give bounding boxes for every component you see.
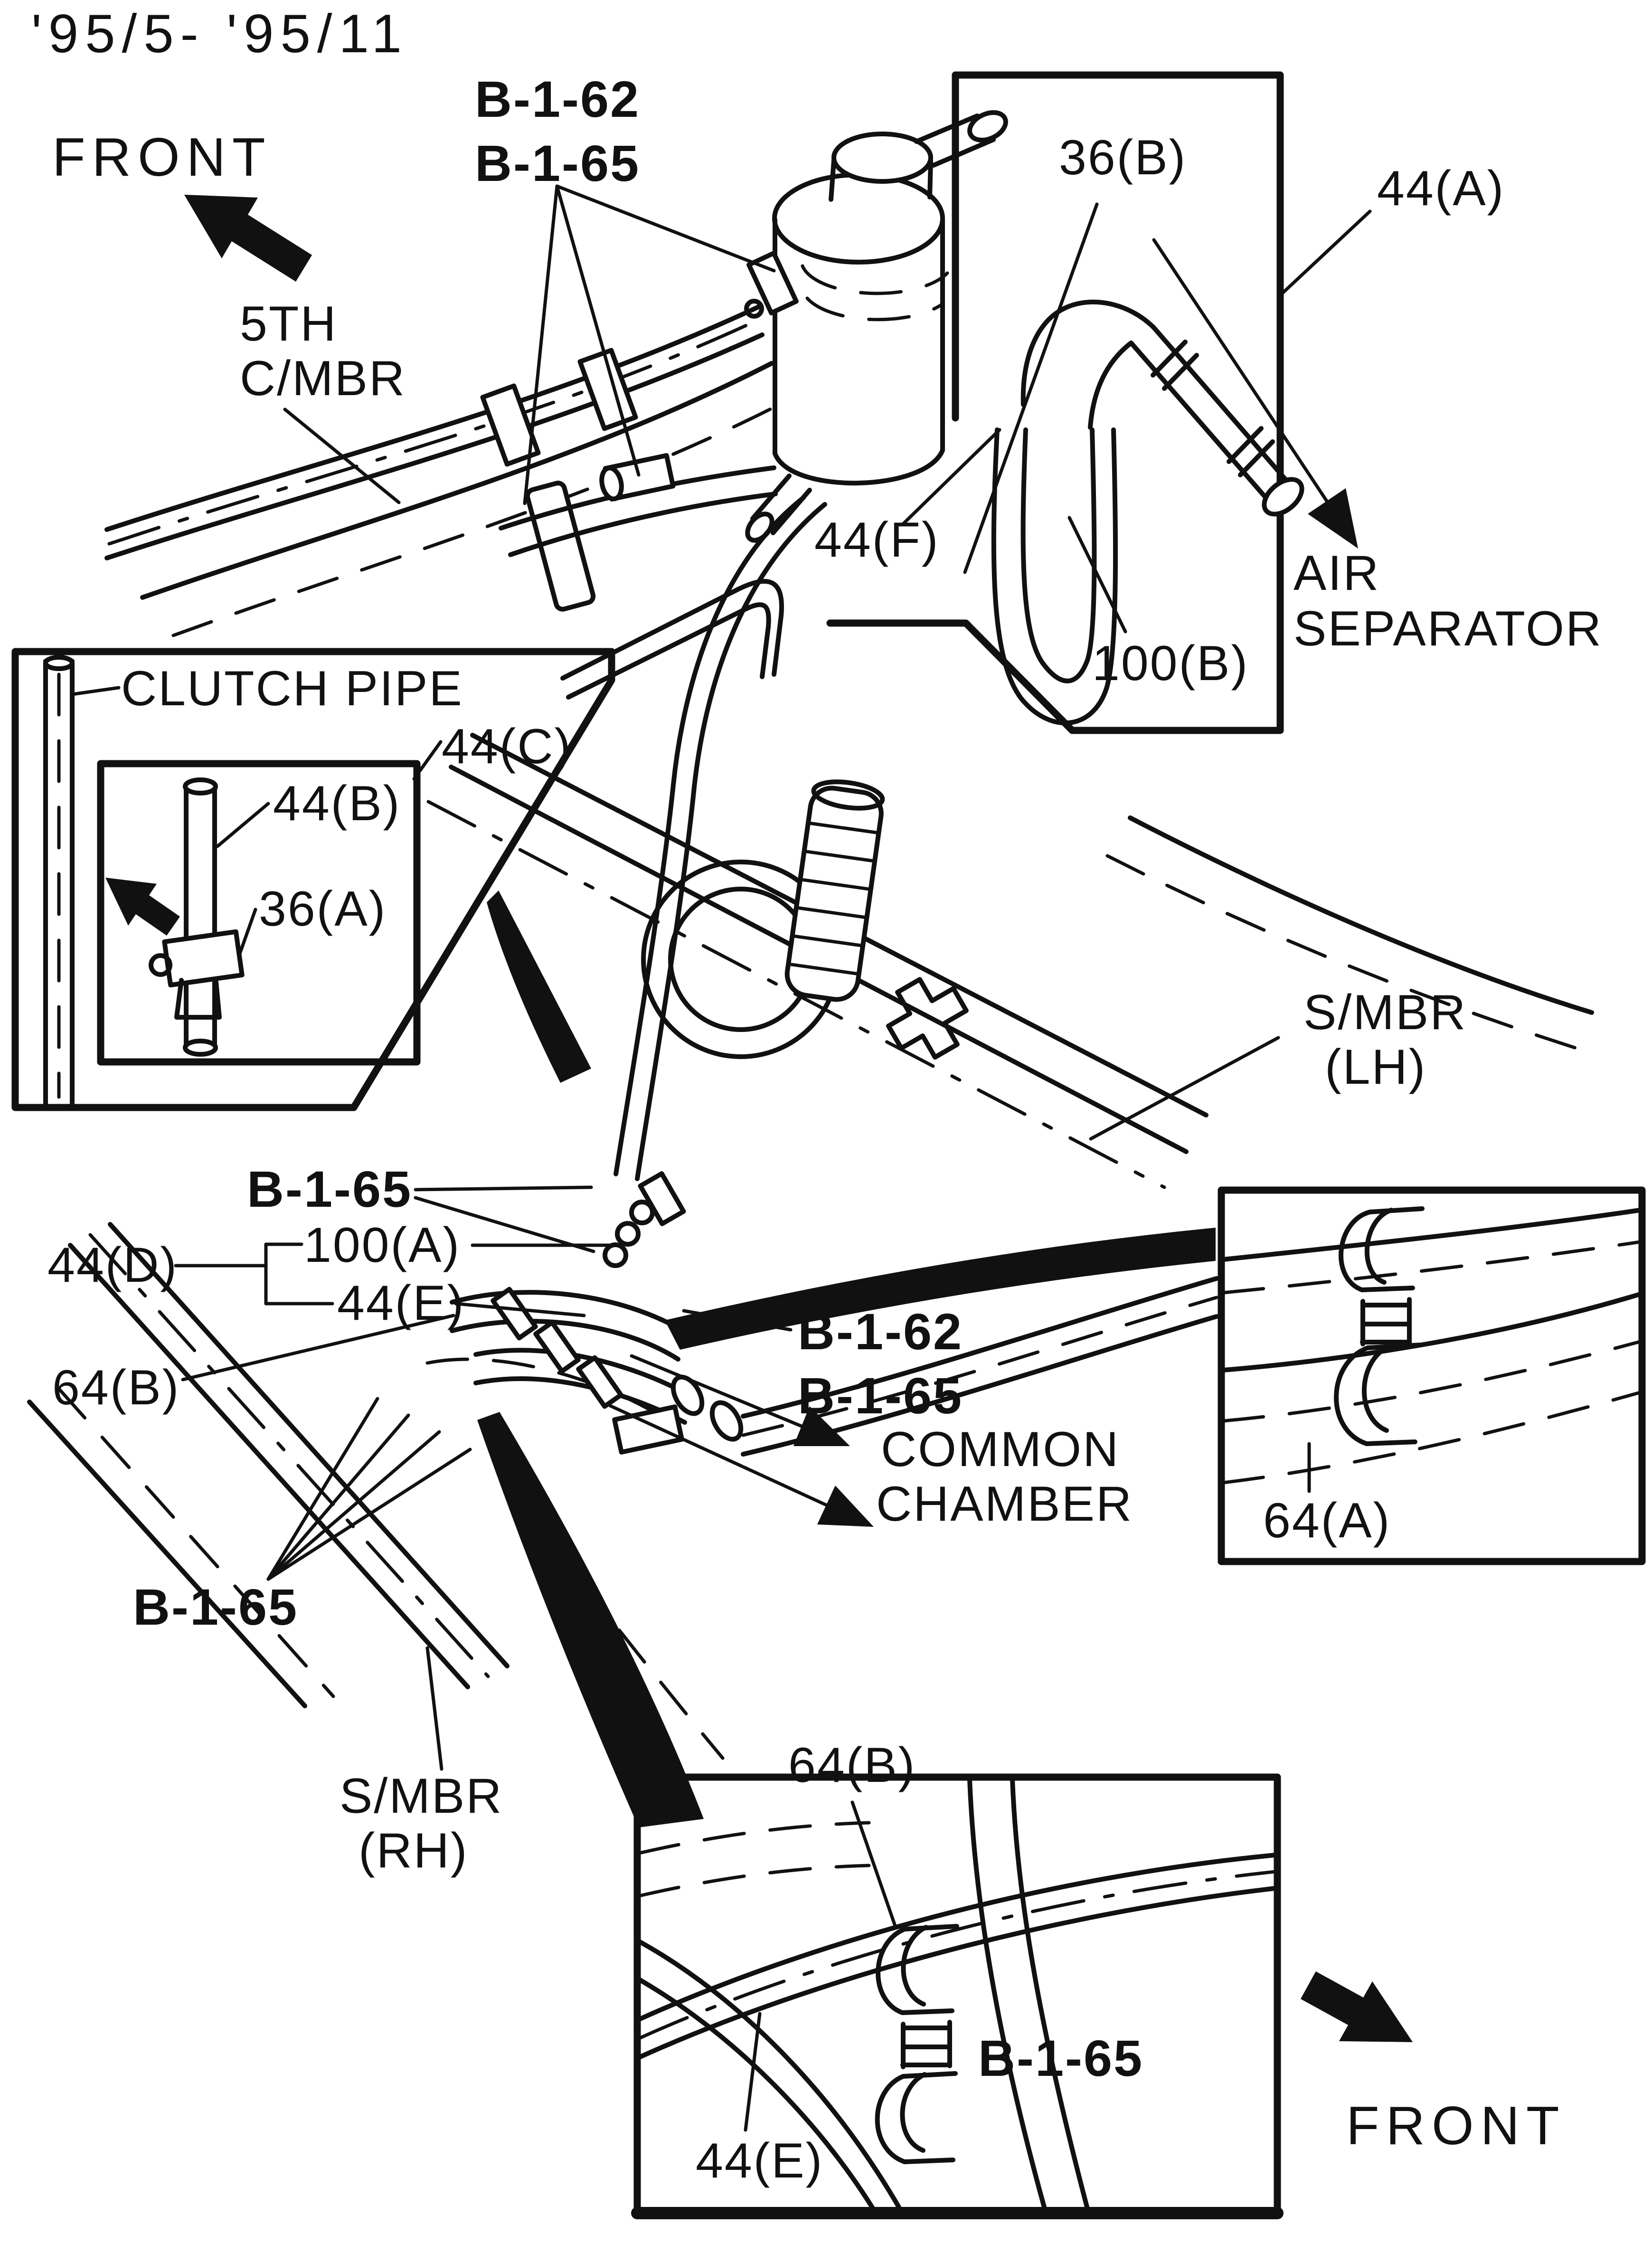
label-clutch-pipe: CLUTCH PIPE: [121, 661, 463, 716]
clutch-pipe-run: [560, 495, 827, 1181]
label-ref-b165-inset: B-1-65: [978, 2029, 1144, 2087]
label-smbr-rh: S/MBR: [340, 1769, 503, 1824]
engine-pulley: [641, 779, 969, 1060]
label-air: AIR: [1293, 546, 1380, 601]
crossmember-rails: [104, 304, 788, 637]
label-smbr-rh-2: (RH): [359, 1823, 469, 1878]
label-36a: 36(A): [259, 881, 387, 937]
label-44f: 44(F): [814, 512, 940, 568]
label-ref-b165-top: B-1-65: [475, 134, 641, 192]
shadow-blade-upper: [487, 890, 591, 1083]
clamp-64b-inset-box: [631, 1773, 1284, 2219]
clamp-64a-inset-box: [1218, 1186, 1646, 1565]
leader-lines: [70, 184, 1372, 2132]
label-cmbr: C/MBR: [240, 351, 406, 406]
label-date-range: '95/5- '95/11: [31, 4, 408, 64]
label-100a: 100(A): [304, 1218, 461, 1273]
label-44e-inset: 44(E): [696, 2133, 824, 2188]
label-44d: 44(D): [47, 1238, 179, 1293]
label-44e-mid: 44(E): [337, 1276, 465, 1331]
front-arrow-up-left-icon: [184, 195, 312, 282]
label-separator: SEPARATOR: [1293, 601, 1603, 656]
label-ref-b165-low: B-1-65: [133, 1578, 299, 1636]
label-smbr-lh-2: (LH): [1325, 1040, 1427, 1095]
frame-rails-rh: [27, 1222, 510, 1708]
label-ref-b162-top: B-1-62: [475, 70, 641, 128]
label-front-top: FRONT: [52, 127, 272, 188]
side-member-lh-band: [665, 1228, 1216, 1350]
label-64a: 64(A): [1263, 1493, 1391, 1548]
label-64b-mid: 64(B): [52, 1360, 180, 1415]
label-smbr-lh: S/MBR: [1303, 985, 1467, 1040]
flow-arrow-2-icon: [817, 1486, 874, 1527]
label-44b: 44(B): [273, 776, 401, 831]
clamp-64b: [875, 1924, 959, 2164]
air-separator-detail-box: [826, 71, 1284, 734]
label-64b-inset: 64(B): [788, 1738, 916, 1793]
front-arrow-down-right-icon: [1301, 1971, 1413, 2042]
flow-arrow-1-icon: [793, 1406, 850, 1446]
arrows: [184, 195, 1413, 2042]
clutch-inset-arrow-icon: [105, 878, 180, 936]
air-separator-arrow-icon: [1308, 488, 1358, 549]
label-ref-b162-mid: B-1-62: [798, 1303, 963, 1360]
label-ref-b165-mid2: B-1-65: [798, 1367, 963, 1424]
air-separator-hoses: [991, 299, 1304, 726]
label-100b: 100(B): [1092, 636, 1249, 691]
label-front-bottom: FRONT: [1346, 2096, 1566, 2156]
hose-junction: [425, 1171, 1219, 1760]
label-ref-b165-mid: B-1-65: [247, 1160, 413, 1218]
label-chamber: CHAMBER: [876, 1477, 1133, 1532]
label-44a: 44(A): [1377, 161, 1505, 216]
label-36b: 36(B): [1059, 130, 1187, 185]
label-44c: 44(C): [442, 719, 573, 774]
clutch-pipe-inset-box: [11, 648, 615, 1111]
clamp-64a: [1334, 1206, 1425, 1446]
frame-rails-lh: [426, 733, 1594, 1189]
label-common: COMMON: [881, 1422, 1120, 1477]
label-5th: 5TH: [240, 296, 338, 351]
pipes-on-crossmember: [499, 453, 778, 557]
side-member-rh-band: [477, 1412, 704, 1827]
reservoir-tank: [744, 110, 1008, 543]
